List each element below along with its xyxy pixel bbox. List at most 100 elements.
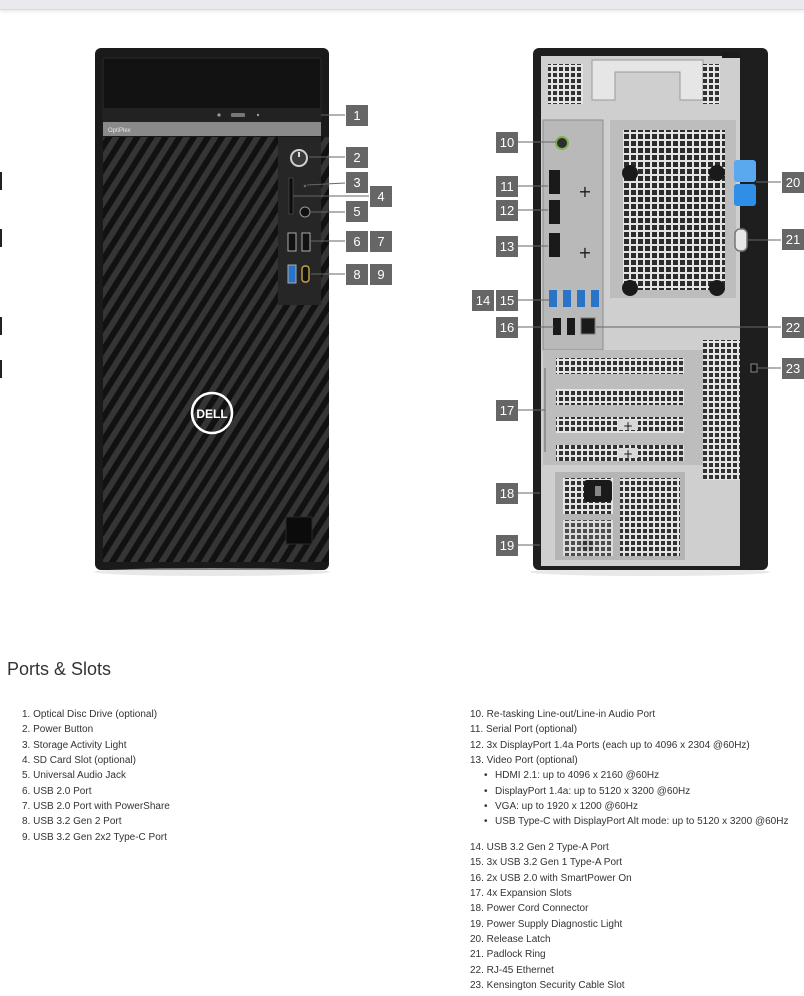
callout-box (496, 400, 518, 421)
rear-callouts (518, 141, 781, 546)
callout-box (346, 147, 368, 168)
usb-2-smartpower-port[interactable] (567, 318, 575, 335)
front-sensor-pad (285, 516, 313, 545)
list-item: 5. Universal Audio Jack (22, 770, 126, 782)
callout-box (346, 201, 368, 222)
fan-screw (709, 280, 725, 296)
callout-number: 4 (377, 189, 384, 204)
callout-number: 13 (500, 239, 514, 254)
fan-screw (709, 165, 725, 181)
front-callouts (293, 114, 369, 275)
callout-number: 19 (500, 538, 514, 553)
callout-number: 15 (500, 293, 514, 308)
list-item: 10. Re-tasking Line-out/Line-in Audio Po… (470, 709, 656, 720)
sub-list-item: USB Type-C with DisplayPort Alt mode: up… (484, 814, 788, 830)
padlock-ring[interactable] (734, 228, 748, 252)
usb-3-2-gen1-port[interactable] (563, 290, 571, 307)
list-item: 6. USB 2.0 Port (22, 785, 92, 797)
edge-marker (0, 360, 2, 378)
callout-number: 22 (786, 320, 800, 335)
release-latch[interactable] (734, 160, 756, 182)
screw-icon: + (623, 419, 633, 433)
kensington-slot[interactable] (750, 363, 758, 373)
callout-box (346, 105, 368, 126)
callout-number: 12 (500, 203, 514, 218)
displayport-1[interactable] (549, 170, 560, 194)
rj45-ethernet-port[interactable] (580, 317, 596, 335)
list-item: 13. Video Port (optional) (470, 755, 578, 767)
psu-vent-right (620, 478, 680, 556)
callout-box (782, 229, 804, 250)
section-title: Ports & Slots (7, 659, 112, 679)
callout-number: 16 (500, 320, 514, 335)
callout-number: 14 (476, 293, 490, 308)
callout-number: 21 (786, 232, 800, 247)
callout-number: 6 (353, 234, 360, 249)
displayport-3[interactable] (549, 233, 560, 257)
rear-ports-list-a: 10. Re-tasking Line-out/Line-in Audio Po… (470, 707, 788, 830)
top-vent-left (548, 64, 583, 104)
fan-screw (622, 165, 638, 181)
edge-marker (0, 317, 2, 335)
rear-callout-boxes: 10 11 12 13 14 15 16 17 18 19 20 21 22 2… (472, 132, 804, 556)
callout-box (496, 483, 518, 504)
audio-jack[interactable] (299, 206, 311, 218)
callout-box (782, 172, 804, 193)
fan-screw (622, 280, 638, 296)
usb-2-smartpower-port[interactable] (553, 318, 561, 335)
usb-3-2-port[interactable] (287, 264, 297, 284)
screw-icon: + (578, 182, 591, 201)
edge-marker (0, 172, 2, 190)
callout-box (782, 358, 804, 379)
expansion-slot-2 (556, 389, 684, 405)
release-latch-lower[interactable] (734, 184, 756, 206)
list-item: 16. 2x USB 2.0 with SmartPower On (470, 872, 632, 884)
callout-number: 5 (353, 204, 360, 219)
callout-number: 18 (500, 486, 514, 501)
list-item: 20. Release Latch (470, 934, 551, 946)
callout-box (346, 264, 368, 285)
optical-drive (103, 108, 321, 122)
line-out-audio-port[interactable] (555, 136, 569, 150)
list-item: 1. Optical Disc Drive (optional) (22, 709, 158, 720)
callout-box (496, 200, 518, 221)
usb-2-powershare-port[interactable] (301, 232, 311, 252)
dell-logo-icon (190, 391, 234, 435)
sub-list-item: HDMI 2.1: up to 4096 x 2160 @60Hz (484, 768, 788, 784)
list-item: 14. USB 3.2 Gen 2 Type-A Port (470, 842, 609, 853)
list-item: 21. Padlock Ring (470, 949, 546, 961)
optiplex-label: OptiPlex (108, 128, 131, 134)
list-item: 17. 4x Expansion Slots (470, 888, 572, 900)
usb-2-port[interactable] (287, 232, 297, 252)
callout-number: 1 (353, 108, 360, 123)
rear-view: + + + + (530, 48, 770, 576)
usb-3-2-gen1-port[interactable] (591, 290, 599, 307)
top-vent-right (703, 64, 720, 104)
callout-box (496, 535, 518, 556)
expansion-slot-1 (556, 358, 684, 374)
callout-box (370, 186, 392, 207)
callout-box (496, 317, 518, 338)
callout-number: 10 (500, 135, 514, 150)
callout-number: 23 (786, 361, 800, 376)
usb-3-2-gen1-port[interactable] (577, 290, 585, 307)
usb-c-port[interactable] (301, 265, 310, 283)
callout-box (346, 172, 368, 193)
usb-3-2-gen2-port[interactable] (549, 290, 557, 307)
list-item: 9. USB 3.2 Gen 2x2 Type-C Port (22, 831, 167, 843)
callout-number: 3 (353, 175, 360, 190)
callout-box (496, 176, 518, 197)
callout-box (370, 264, 392, 285)
sd-card-slot[interactable] (288, 177, 294, 215)
screw-icon: + (623, 447, 633, 461)
list-item: 3. Storage Activity Light (22, 739, 127, 751)
screw-icon: + (578, 243, 591, 262)
list-item: 12. 3x DisplayPort 1.4a Ports (each up t… (470, 739, 750, 751)
front-view: OptiPlex DELL (94, 48, 330, 576)
callout-box (496, 236, 518, 257)
callout-number: 2 (353, 150, 360, 165)
fan-grille (623, 130, 725, 290)
eject-button[interactable] (231, 113, 245, 117)
displayport-2[interactable] (549, 200, 560, 224)
drive-pinhole (256, 113, 260, 117)
